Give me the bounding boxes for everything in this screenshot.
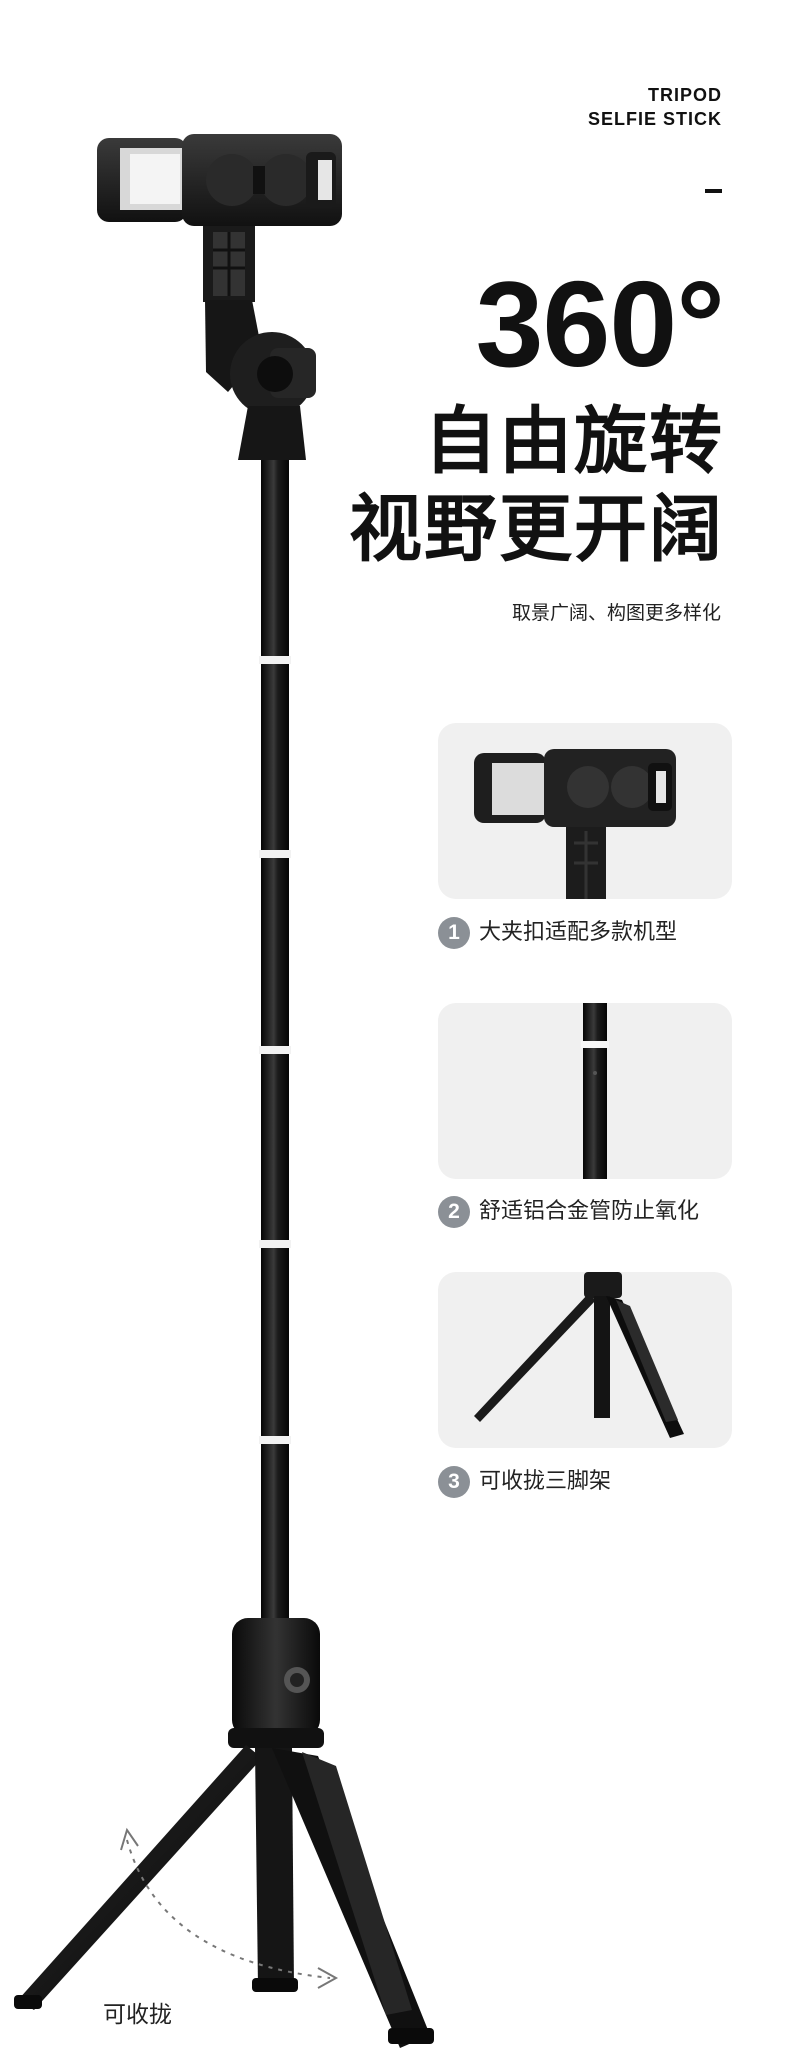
tripod-thumbnail: [474, 1272, 684, 1438]
feature-card-tripod: [438, 1272, 732, 1448]
foldable-callout: 可收拢: [103, 2002, 172, 2028]
feature-number-badge: 2: [438, 1196, 470, 1228]
feature-number-badge: 1: [438, 917, 470, 949]
feature-card-clamp: [438, 723, 732, 899]
headline-line2: 视野更开阔: [349, 487, 724, 572]
feature-label: 大夹扣适配多款机型: [479, 920, 678, 945]
feature-item-2: 2 舒适铝合金管防止氧化: [438, 1195, 699, 1229]
fold-arrow-head-bottom: [317, 1967, 339, 1989]
fold-arrow-head-top: [120, 1827, 139, 1851]
fold-arrow: [126, 1839, 331, 1979]
pole-thumbnail: [581, 1003, 609, 1179]
feature-label: 可收拢三脚架: [479, 1469, 612, 1494]
eyebrow-selfie-stick: SELFIE STICK: [587, 109, 722, 129]
tripod-legs: [14, 1745, 434, 2048]
feature-label: 舒适铝合金管防止氧化: [479, 1199, 700, 1224]
feature-item-1: 1 大夹扣适配多款机型: [438, 916, 677, 950]
rotation-degrees: 360°: [475, 256, 725, 392]
eyebrow-tripod: TRIPOD: [647, 85, 722, 105]
phone-clamp: [97, 134, 342, 226]
feature-card-pole: [438, 1003, 732, 1179]
headline-line1: 自由旋转: [424, 399, 724, 484]
subtitle: 取景广阔、构图更多样化: [511, 602, 721, 624]
telescopic-pole: [259, 460, 291, 1650]
clamp-thumbnail: [474, 749, 676, 899]
handle-body: [228, 1618, 324, 1748]
rotating-arm: [203, 226, 316, 460]
divider-dash: [705, 189, 722, 193]
feature-item-3: 3 可收拢三脚架: [438, 1465, 611, 1499]
feature-number-badge: 3: [438, 1466, 470, 1498]
